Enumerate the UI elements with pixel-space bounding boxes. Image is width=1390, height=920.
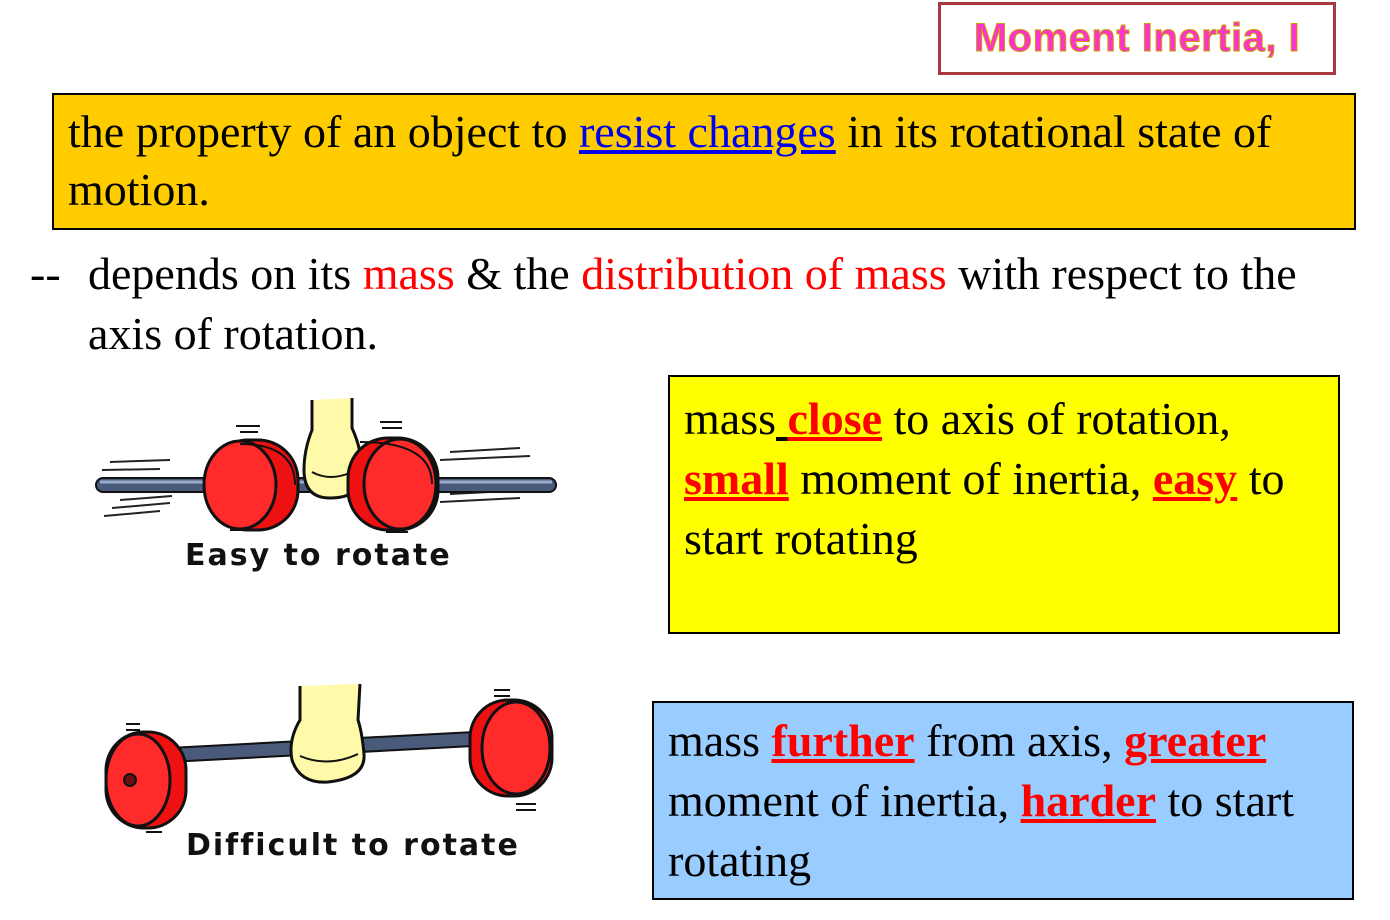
mass-keyword: mass	[363, 248, 455, 299]
depends-part-1: depends on its	[88, 248, 363, 299]
distribution-keyword: distribution of mass	[581, 248, 946, 299]
depends-part-2: & the	[455, 248, 581, 299]
further-keyword: further	[772, 715, 915, 766]
weight-right	[470, 700, 552, 796]
close-keyword: close	[788, 393, 883, 444]
definition-box: the property of an object to resist chan…	[52, 93, 1356, 230]
easy-text-1: mass	[684, 393, 776, 444]
weight-left	[204, 440, 298, 530]
hard-text-2: from axis,	[915, 715, 1125, 766]
difficult-explanation-box: mass further from axis, greater moment o…	[652, 701, 1354, 900]
harder-keyword: harder	[1021, 775, 1156, 826]
bullet-dash: --	[30, 244, 61, 304]
easy-caption: Easy to rotate	[185, 538, 452, 573]
hand-icon	[291, 684, 364, 782]
easy-keyword: easy	[1153, 453, 1237, 504]
easy-to-rotate-illustration	[90, 390, 570, 540]
difficult-caption: Difficult to rotate	[186, 828, 520, 863]
easy-text-3: moment of inertia,	[789, 453, 1153, 504]
greater-keyword: greater	[1124, 715, 1266, 766]
resist-changes-link[interactable]: resist changes	[579, 106, 836, 157]
easy-text-2: to axis of rotation,	[882, 393, 1231, 444]
small-keyword: small	[684, 453, 789, 504]
title-box: Moment Inertia, I	[938, 2, 1336, 75]
hard-text-3: moment of inertia,	[668, 775, 1021, 826]
difficult-to-rotate-illustration	[96, 680, 566, 840]
easy-text-space	[776, 393, 788, 444]
definition-text-start: the property of an object to	[68, 106, 579, 157]
page-title: Moment Inertia, I	[974, 16, 1300, 61]
depends-text: depends on its mass & the distribution o…	[88, 244, 1358, 364]
weight-left	[106, 732, 186, 828]
hard-text-1: mass	[668, 715, 772, 766]
weight-right	[348, 438, 438, 530]
motion-lines-right	[440, 448, 530, 502]
easy-explanation-box: mass close to axis of rotation, small mo…	[668, 375, 1340, 634]
